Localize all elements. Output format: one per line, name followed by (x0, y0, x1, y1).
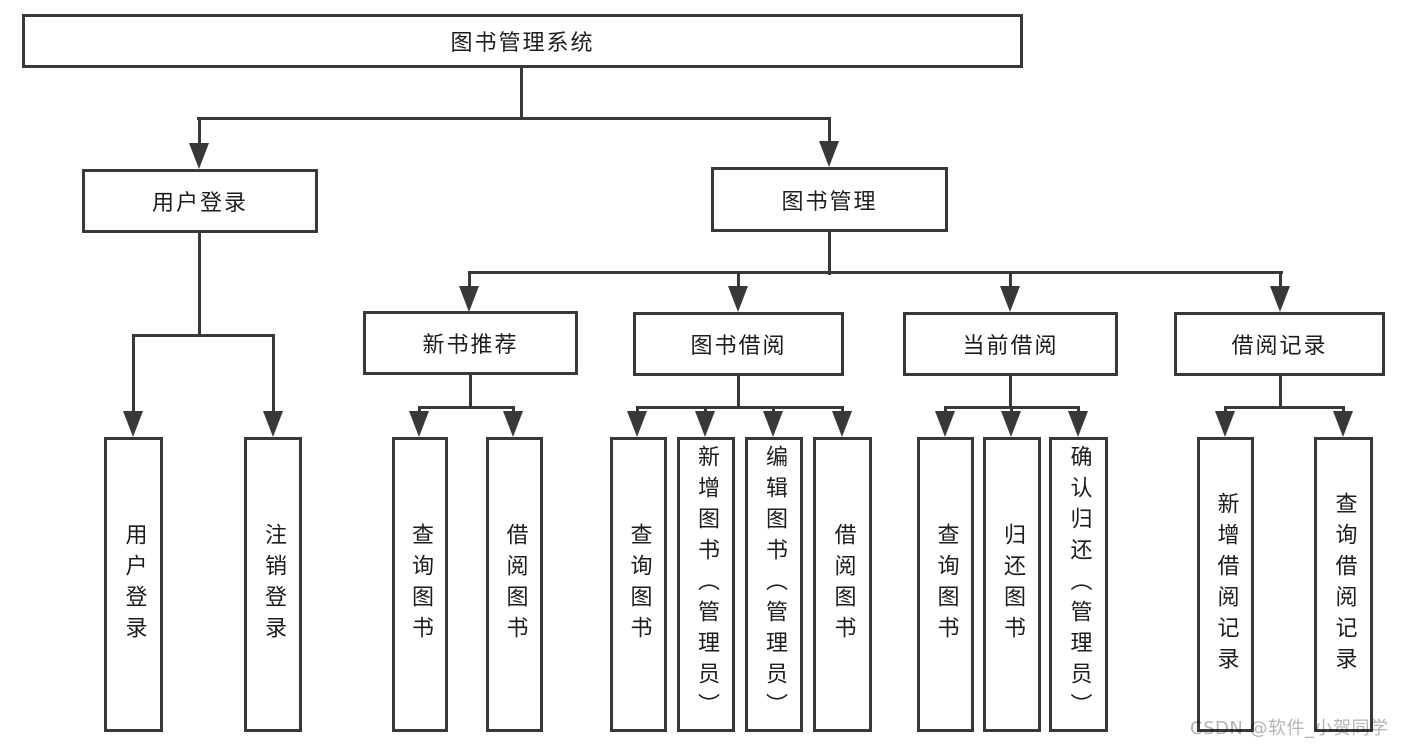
leaf-confirm-return-admin-label: 确认归还（管理员） (1066, 445, 1092, 724)
node-root: 图书管理系统 (22, 14, 1023, 68)
leaf-borrow-books-label: 借阅图书 (830, 522, 856, 647)
arrow-down-icon (1000, 286, 1020, 312)
leaf-query-books-recommend-label: 查询图书 (408, 522, 433, 647)
connector-line (737, 376, 740, 409)
arrow-down-icon (1215, 411, 1235, 437)
connector-line (132, 334, 135, 414)
connector-line (520, 66, 523, 120)
arrow-down-icon (123, 411, 143, 437)
watermark: CSDN @软件_小贺同学 (1190, 718, 1389, 739)
connector-line (828, 117, 831, 143)
leaf-query-books-borrow: 查询图书 (610, 437, 667, 732)
leaf-query-borrow-record-label: 查询借阅记录 (1331, 491, 1357, 678)
leaf-borrow-books-recommend: 借阅图书 (486, 437, 543, 732)
leaf-add-borrow-record-label: 新增借阅记录 (1213, 491, 1239, 678)
arrow-down-icon (459, 286, 479, 312)
leaf-edit-books-admin: 编辑图书（管理员） (745, 437, 803, 732)
leaf-logout-label: 注销登录 (261, 522, 286, 647)
arrow-down-icon (627, 411, 647, 437)
connector-line (132, 334, 275, 337)
arrow-down-icon (409, 411, 429, 437)
connector-line (469, 374, 472, 409)
arrow-down-icon (263, 411, 283, 437)
node-new-book-recommend: 新书推荐 (363, 311, 578, 375)
connector-line (1279, 376, 1282, 409)
leaf-query-books-current: 查询图书 (917, 437, 974, 732)
node-user-login: 用户登录 (82, 169, 318, 233)
arrow-down-icon (763, 411, 783, 437)
connector-line (1279, 271, 1282, 289)
arrow-down-icon (1270, 286, 1290, 312)
leaf-user-login-label: 用户登录 (121, 522, 147, 647)
connector-line (198, 231, 201, 337)
node-current-borrow: 当前借阅 (903, 312, 1118, 376)
arrow-down-icon (695, 411, 715, 437)
node-book-borrow: 图书借阅 (633, 312, 844, 376)
connector-line (197, 117, 831, 120)
connector-line (1009, 271, 1012, 289)
arrow-down-icon (832, 411, 852, 437)
connector-line (418, 406, 515, 409)
leaf-query-books-current-label: 查询图书 (933, 522, 959, 647)
connector-line (272, 334, 275, 414)
node-borrow-record: 借阅记录 (1174, 312, 1385, 376)
leaf-borrow-books-recommend-label: 借阅图书 (502, 522, 528, 647)
leaf-add-books-admin-label: 新增图书（管理员） (694, 445, 719, 724)
node-book-management: 图书管理 (711, 167, 948, 232)
leaf-borrow-books: 借阅图书 (813, 437, 872, 732)
arrow-down-icon (819, 141, 839, 167)
connector-line (737, 271, 740, 289)
connector-line (468, 271, 471, 289)
connector-line (198, 117, 201, 145)
leaf-confirm-return-admin: 确认归还（管理员） (1049, 437, 1108, 732)
leaf-user-login: 用户登录 (104, 437, 163, 732)
connector-line (636, 406, 844, 409)
arrow-down-icon (1001, 411, 1021, 437)
arrow-down-icon (728, 286, 748, 312)
leaf-query-books-recommend: 查询图书 (392, 437, 448, 732)
leaf-edit-books-admin-label: 编辑图书（管理员） (762, 445, 787, 724)
leaf-return-books-label: 归还图书 (1000, 522, 1025, 647)
leaf-add-borrow-record: 新增借阅记录 (1197, 437, 1254, 732)
arrow-down-icon (1068, 411, 1088, 437)
leaf-query-borrow-record: 查询借阅记录 (1314, 437, 1373, 732)
leaf-query-books-borrow-label: 查询图书 (626, 522, 652, 647)
arrow-down-icon (935, 411, 955, 437)
connector-line (828, 230, 831, 275)
arrow-down-icon (189, 143, 209, 169)
leaf-add-books-admin: 新增图书（管理员） (677, 437, 735, 732)
connector-line (1009, 376, 1012, 409)
leaf-return-books: 归还图书 (983, 437, 1041, 732)
arrow-down-icon (503, 411, 523, 437)
leaf-logout: 注销登录 (244, 437, 302, 732)
connector-line (1224, 406, 1345, 409)
arrow-down-icon (1333, 411, 1353, 437)
connector-line (468, 271, 1283, 274)
